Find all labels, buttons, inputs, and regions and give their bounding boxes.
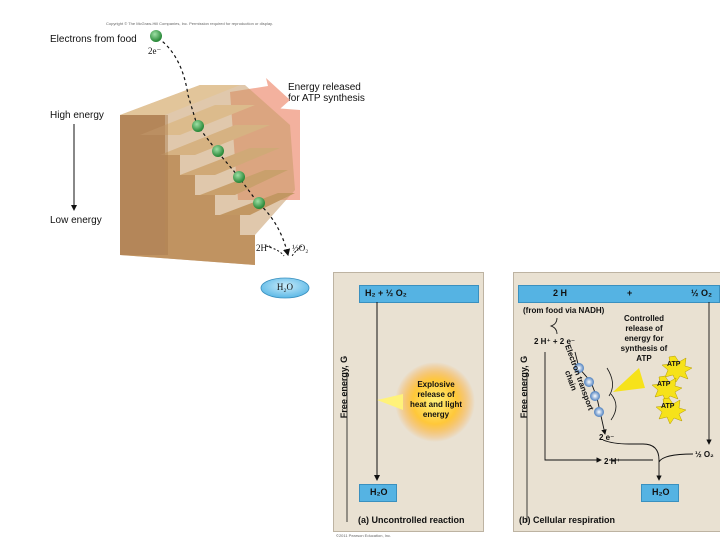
two-h-plus-label-b: 2 H⁺ <box>604 457 621 466</box>
copyright-top: Copyright © The McGraw-Hill Companies, I… <box>106 21 273 26</box>
reactants-box: H₂ + ½ O₂ <box>359 285 479 303</box>
atp-label-2: ATP <box>657 381 671 388</box>
stair-step-2 <box>140 105 255 135</box>
controlled-release-label: Controlled release of energy for synthes… <box>620 314 668 363</box>
from-food-label: (from food via NADH) <box>523 306 605 315</box>
stair-step-4 <box>180 148 280 175</box>
electron-icon <box>150 30 162 42</box>
atp-label-3: ATP <box>661 403 675 410</box>
two-h-plus-label: 2H⁺ <box>256 243 272 253</box>
top-2h-label: 2 H <box>553 288 568 298</box>
low-energy-label: Low energy <box>50 215 102 226</box>
electron-icon <box>253 197 265 209</box>
explosion-ray <box>377 394 403 410</box>
chain-carrier-icon <box>574 363 584 373</box>
reactants-label: H₂ + ½ O₂ <box>365 288 407 298</box>
free-energy-label-b: Free energy, G <box>519 355 529 419</box>
electron-icon <box>212 145 224 157</box>
h-plus-path <box>544 352 602 463</box>
water-box-a: H₂O <box>359 484 397 502</box>
explosion-label: Explosive release of heat and light ener… <box>410 380 462 419</box>
chain-carrier-icon <box>594 407 604 417</box>
two-e-label: 2 e⁻ <box>599 433 615 442</box>
electron-icon <box>192 120 204 132</box>
half-o2-bottom-label: ½ O₂ <box>695 450 714 459</box>
staircase-illustration <box>71 30 310 299</box>
top-reactants-box: 2 H + ½ O₂ <box>518 285 720 303</box>
electron-icon <box>233 171 245 183</box>
chain-carrier-icon <box>590 391 600 401</box>
panel-respiration <box>513 272 720 532</box>
chain-carrier-icon <box>584 377 594 387</box>
water-label: H₂O <box>276 282 294 292</box>
water-ellipse <box>260 277 310 299</box>
free-energy-label-a: Free energy, G <box>339 355 349 419</box>
water-label-a: H₂O <box>370 487 388 497</box>
panel-b-graphics <box>526 302 712 522</box>
top-half-o2-label: ½ O₂ <box>691 288 713 298</box>
panel-a-graphics <box>346 302 475 522</box>
electrons-2e-label: 2e⁻ <box>148 46 162 56</box>
energy-release-wedge <box>613 368 645 392</box>
caption-b: (b) Cellular respiration <box>519 515 616 525</box>
atp-star-icon <box>661 355 693 383</box>
high-energy-label: High energy <box>50 110 104 121</box>
stair-step-5 <box>200 170 288 195</box>
water-box-b: H₂O <box>641 484 679 502</box>
energy-released-label: Energy released for ATP synthesis <box>288 82 365 104</box>
split-label: 2 H⁺ + 2 e⁻ <box>534 337 576 346</box>
stair-step-1 <box>120 85 240 115</box>
caption-a: (a) Uncontrolled reaction <box>358 515 465 525</box>
stair-step-3 <box>160 125 270 155</box>
electrons-from-food-label: Electrons from food <box>50 34 137 45</box>
explosion-glow <box>395 362 475 442</box>
top-plus-label: + <box>627 288 633 298</box>
atp-label-1: ATP <box>667 361 681 368</box>
atp-star-icon <box>655 397 687 425</box>
water-label-b: H₂O <box>652 487 670 497</box>
copyright-bottom: ©2011 Pearson Education, Inc. <box>336 533 392 538</box>
half-o2-label: ½O₂ <box>292 243 309 253</box>
